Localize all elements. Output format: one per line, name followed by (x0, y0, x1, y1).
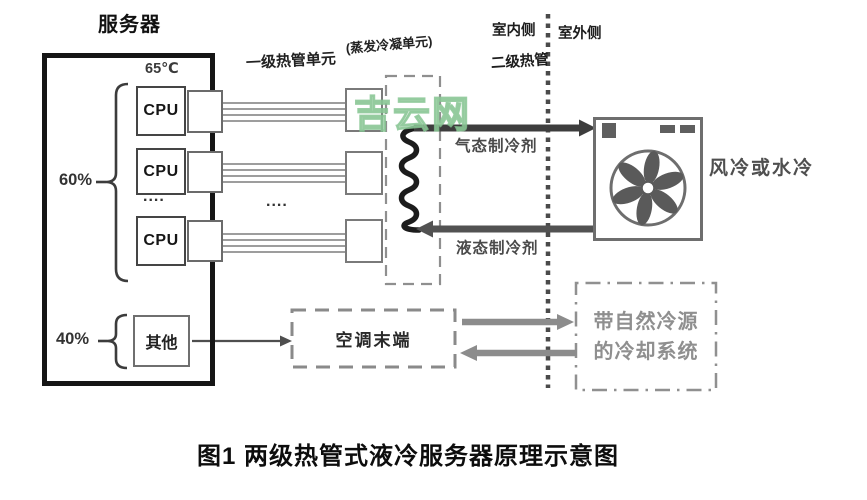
heat-pipe-lines (220, 102, 350, 253)
server-title: 服务器 (98, 14, 161, 36)
supply-arrow (462, 314, 574, 330)
cpu-share-brace (96, 82, 129, 283)
fan-icon (602, 123, 695, 227)
outdoor-side-label: 室外侧 (558, 26, 602, 42)
cooling-mode-label: 风冷或水冷 (709, 158, 815, 179)
other-share-label: 40% (56, 330, 90, 348)
cpu-ellipsis: .... (143, 188, 165, 205)
figure-caption: 图1 两级热管式液冷服务器原理示意图 (196, 443, 619, 470)
cpu-cold-plate (187, 151, 223, 193)
outdoor-unit-box (593, 117, 703, 241)
liquid-flow-arrow (416, 220, 593, 238)
evaporative-condensing-dashed-box (384, 74, 442, 286)
cpu-cold-plate (187, 220, 223, 262)
natural-cooling-dashdot-box (574, 281, 718, 392)
cpu-label: CPU (143, 232, 179, 249)
condenser-block (345, 219, 383, 263)
cpu-box: CPU (136, 148, 186, 195)
cpu-label: CPU (143, 162, 179, 180)
gas-flow-arrow (414, 119, 596, 137)
liquid-refrigerant-label: 液态制冷剂 (456, 240, 539, 257)
cpu-share-label: 60% (59, 171, 93, 189)
cpu-box: CPU (136, 216, 186, 266)
cpu-box: CPU (136, 86, 186, 136)
return-arrow (460, 345, 577, 361)
cpu-cold-plate (187, 90, 223, 133)
server-box (42, 53, 215, 386)
other-label: 其他 (145, 335, 178, 352)
condenser-block (345, 88, 383, 132)
indoor-side-label: 室内侧 (492, 23, 536, 39)
natural-cooling-line2: 的冷却系统 (593, 340, 699, 363)
other-share-brace (98, 313, 128, 370)
natural-cooling-line1: 带自然冷源 (593, 310, 699, 333)
pipe-ellipsis: .... (266, 193, 288, 210)
cpu-label: CPU (143, 102, 179, 119)
gas-refrigerant-label: 气态制冷剂 (455, 138, 538, 155)
heat-pipe-wave (398, 125, 422, 233)
other-to-ac-arrow (192, 335, 292, 347)
ac-terminal-label: 空调末端 (335, 331, 412, 350)
natural-cooling-label: 带自然冷源 的冷却系统 (576, 283, 716, 390)
other-load-box: 其他 (133, 315, 190, 367)
cpu-temp-label: 65℃ (145, 61, 179, 77)
watermark: 吉云网 (353, 93, 471, 136)
condenser-block (345, 151, 383, 195)
ac-terminal-dashed-box (290, 308, 457, 369)
